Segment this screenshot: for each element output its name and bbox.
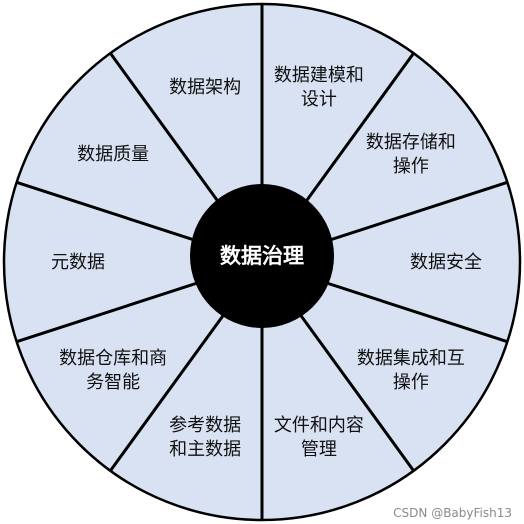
segment-label: 数据仓库和商务智能 (59, 348, 167, 393)
segment-label-line: 参考数据 (169, 415, 241, 436)
segment-label: 数据质量 (77, 144, 149, 165)
segment-label-line: 元数据 (51, 252, 105, 273)
segment-label: 数据架构 (169, 77, 241, 98)
segment-label: 数据建模和设计 (274, 65, 364, 110)
segment-label-line: 务智能 (86, 372, 140, 393)
segment-label-line: 管理 (301, 439, 337, 460)
watermark: CSDN @BabyFish13 (393, 506, 512, 520)
segment-label-line: 数据安全 (410, 252, 482, 273)
segment-label: 参考数据和主数据 (169, 415, 241, 460)
segment-label-line: 操作 (393, 372, 429, 393)
segment-label-line: 数据集成和互 (357, 348, 465, 369)
segment-label-line: 数据仓库和商 (59, 348, 167, 369)
segment-label: 文件和内容管理 (274, 415, 364, 460)
center-hub (190, 184, 334, 328)
segment-label-line: 和主数据 (169, 439, 241, 460)
segment-label-line: 文件和内容 (274, 415, 364, 436)
segment-label-line: 操作 (393, 156, 429, 177)
segment-label-line: 数据质量 (77, 144, 149, 165)
segment-label-line: 数据建模和 (274, 65, 364, 86)
segment-label: 数据安全 (410, 252, 482, 273)
center-label: 数据治理 (220, 244, 304, 268)
segment-label: 数据集成和互操作 (357, 348, 465, 393)
segment-labels: 数据建模和设计数据存储和操作数据安全数据集成和互操作文件和内容管理参考数据和主数… (51, 65, 482, 460)
segment-label-line: 设计 (301, 89, 337, 110)
segment-label-line: 数据存储和 (366, 132, 456, 153)
segment-label-line: 数据架构 (169, 77, 241, 98)
segment-label: 数据存储和操作 (366, 132, 456, 177)
segment-label: 元数据 (51, 252, 105, 273)
